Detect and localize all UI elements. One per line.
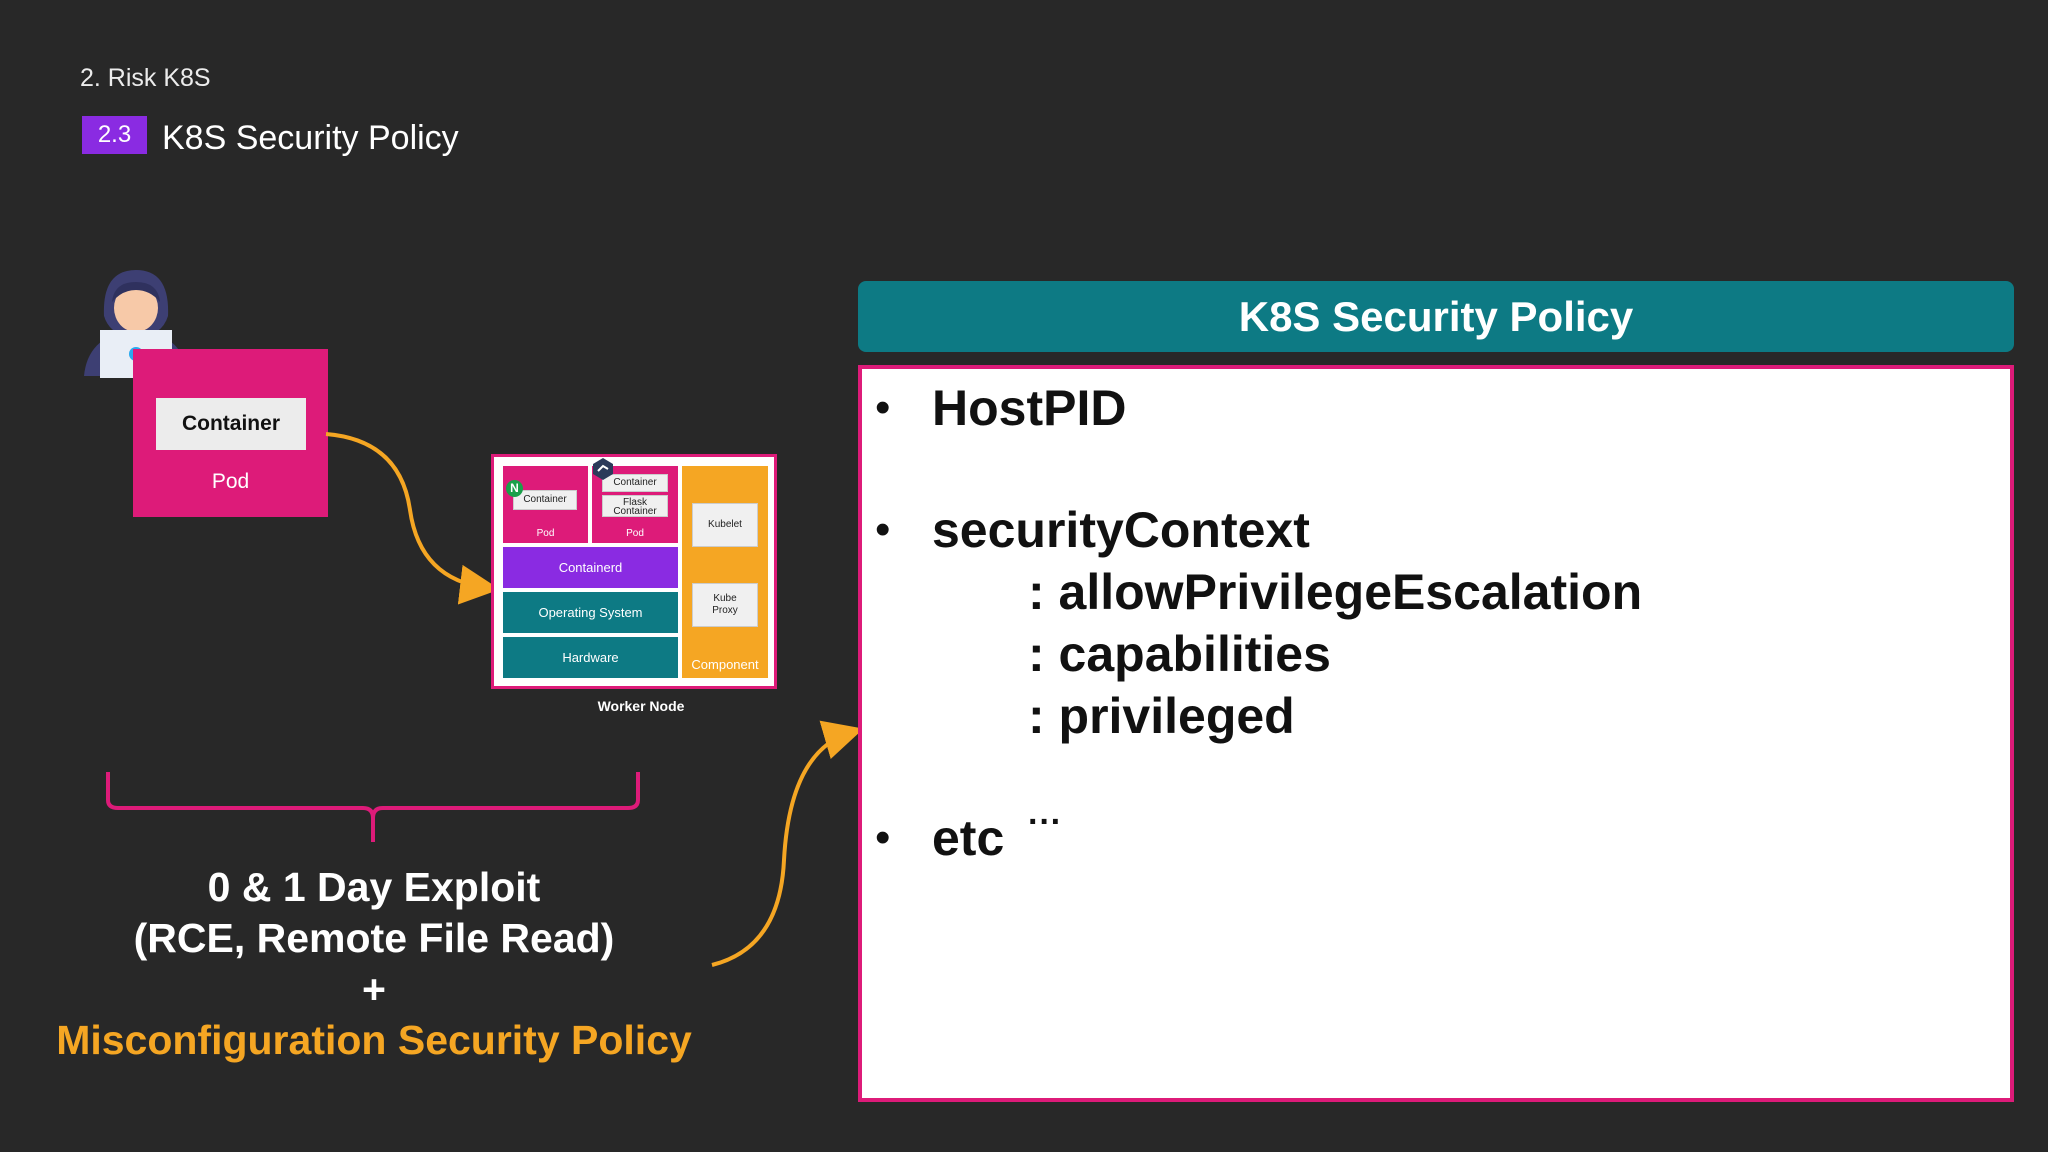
container-runtime-icon (593, 458, 613, 480)
flask-label: Flask (623, 497, 647, 508)
worker-component-label: Component (691, 657, 759, 672)
worker-pod-2-label: Pod (626, 528, 644, 539)
policy-item-hostpid: HostPID (932, 380, 1127, 436)
worker-pod-1-label: Pod (536, 528, 555, 539)
worker-pod-2-flask-container: Flask Container (602, 495, 668, 517)
policy-panel-title: K8S Security Policy (858, 281, 2014, 352)
worker-pod-2: Container Flask Container Pod (592, 466, 678, 543)
pod-container-box: Container (156, 398, 306, 450)
worker-operating-system: Operating System (503, 592, 678, 633)
exploit-line-1: 0 & 1 Day Exploit (207, 864, 541, 910)
policy-item-etc-ellipsis: ··· (1028, 803, 1062, 841)
policy-item-security-context: securityContext (932, 502, 1310, 558)
worker-hardware: Hardware (503, 637, 678, 678)
worker-containerd: Containerd (503, 547, 678, 588)
policy-item-etc: etc (932, 810, 1005, 866)
worker-kubelet: Kubelet (692, 503, 758, 547)
exploit-line-2: (RCE, Remote File Read) (133, 915, 615, 961)
kube-proxy-top: Kube (713, 593, 737, 604)
policy-bullet-2: • (875, 505, 891, 554)
policy-subitem-privileged: : privileged (1028, 688, 1295, 744)
section-title: K8S Security Policy (162, 119, 459, 157)
section-number-badge: 2.3 (82, 116, 147, 154)
worker-component: Kubelet Kube Proxy Component (682, 466, 768, 678)
worker-pod-1-container: Container (513, 490, 577, 510)
worker-node-diagram: Container Pod N Container Flask Containe… (491, 454, 777, 689)
policy-subitem-capabilities: : capabilities (1028, 626, 1331, 682)
flask-container-label: Container (613, 506, 657, 517)
exploit-plus: + (362, 966, 386, 1012)
arrow-pod-to-worker-node (325, 432, 500, 605)
worker-pod-1: Container Pod N (503, 466, 588, 543)
policy-subitem-allow-privilege-escalation: : allowPrivilegeEscalation (1028, 564, 1643, 620)
policy-bullet-3: • (875, 813, 891, 862)
exploit-misconfiguration: Misconfiguration Security Policy (56, 1017, 692, 1063)
brace (106, 772, 640, 842)
worker-pod-2-container: Container (602, 474, 668, 492)
kube-proxy-bottom: Proxy (712, 605, 738, 616)
arrow-exploit-to-policy (711, 720, 864, 967)
policy-bullet-1: • (875, 383, 891, 432)
policy-panel: • HostPID • securityContext : allowPrivi… (858, 365, 2014, 1102)
nginx-icon: N (506, 480, 523, 497)
pod-label: Pod (211, 470, 250, 493)
breadcrumb: 2. Risk K8S (80, 64, 211, 92)
worker-kube-proxy: Kube Proxy (692, 583, 758, 627)
worker-node-label: Worker Node (597, 698, 685, 714)
